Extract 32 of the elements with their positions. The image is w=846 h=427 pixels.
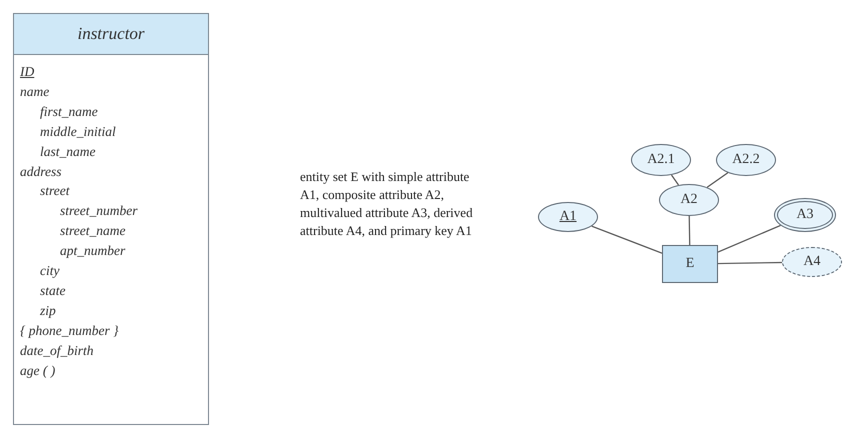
attribute-text: age ( ) <box>20 362 56 378</box>
attribute-ellipse: A4 <box>782 247 842 277</box>
connector-line <box>592 226 662 254</box>
connector-line <box>718 262 782 264</box>
attribute-text: zip <box>40 302 56 319</box>
attribute-text: first_name <box>40 104 98 120</box>
attribute-text: ID <box>20 64 34 80</box>
attribute-text: apt_number <box>60 243 126 260</box>
connector-line <box>718 224 781 253</box>
attribute-text: street_number <box>60 203 138 220</box>
connector-line <box>671 174 679 186</box>
attribute-ellipse: A1 <box>538 202 598 232</box>
attribute-ellipse: A2 <box>659 184 719 216</box>
connector-line <box>706 172 728 188</box>
attribute-ellipse: A3 <box>774 198 836 232</box>
attribute-text: address <box>20 164 62 180</box>
attribute-ellipse: A2.1 <box>631 144 691 176</box>
description-text: entity set E with simple attribute A1, composite attribute A2, multivalued attribute A3, derived attribute A4, and primary key A1 <box>300 168 474 240</box>
attribute-ellipse: A2.2 <box>716 144 776 176</box>
attribute-text: street <box>40 183 70 200</box>
entity-box: E <box>662 245 718 283</box>
attribute-text: street_name <box>60 223 126 240</box>
attribute-text: { phone_number } <box>20 322 119 339</box>
attribute-text: city <box>40 263 60 279</box>
entity-table <box>13 13 209 425</box>
attribute-text: middle_initial <box>40 124 116 140</box>
attribute-text: date_of_birth <box>20 342 94 359</box>
attribute-text: last_name <box>40 144 96 160</box>
connector-line <box>688 216 690 246</box>
attribute-text: state <box>40 282 66 299</box>
table-title: instructor <box>14 14 208 55</box>
attribute-text: name <box>20 84 50 100</box>
